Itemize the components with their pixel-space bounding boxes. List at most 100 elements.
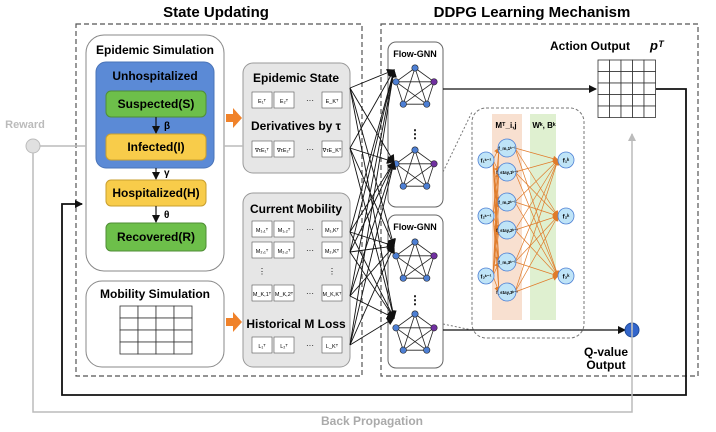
detail-edge-in — [492, 171, 502, 217]
epidemic-state-cell-text: E₁ᵀ — [258, 98, 267, 105]
detail-left-node-label: f₂ᵏ⁻¹ — [481, 214, 492, 221]
state-to-gnn-arrow — [349, 68, 395, 89]
state-to-gnn-arrow — [349, 69, 397, 346]
state-to-gnn-arrow — [349, 69, 395, 149]
mobility-matrix-cell — [273, 220, 295, 238]
derivative-cell-text: ∇τE₂ᵀ — [276, 147, 292, 154]
derivative-cell-text: ∇τE_Kᵀ — [322, 147, 342, 154]
mobility-grid-cell — [137, 317, 157, 331]
detail-mid-node-label: f_m,3ᵏ⁻¹ — [498, 260, 516, 265]
action-grid-cell — [643, 59, 656, 72]
gnn-node — [399, 100, 407, 108]
detail-edge-out — [514, 215, 559, 293]
detail-edge-out — [514, 171, 559, 217]
gnn-node — [423, 346, 431, 354]
action-grid-cell — [609, 94, 622, 107]
detail-edge-out — [514, 147, 559, 217]
state-to-gnn-arrow — [349, 231, 395, 319]
mobility-matrix-ellipsis: ⋮ — [328, 267, 336, 276]
detail-edge-out — [514, 147, 559, 162]
gnn-node — [392, 78, 400, 86]
derivative-cell-text: ∇τE₁ᵀ — [254, 147, 269, 154]
mobility-grid-cell — [119, 341, 139, 355]
epidemic-simulation-title: Epidemic Simulation — [96, 43, 214, 57]
mobility-matrix-cell-text: M_K,2ᵀ — [275, 291, 294, 298]
action-grid-cell — [620, 105, 633, 118]
derivative-ellipsis: ··· — [306, 145, 314, 154]
state-updating-header: State Updating — [163, 4, 269, 21]
gnn-edge — [426, 327, 435, 351]
action-grid-cell — [620, 71, 633, 84]
detail-mid-node-label: f_m,2ᵏ⁻¹ — [498, 200, 516, 205]
gnn-graph-bottom-2 — [392, 310, 438, 354]
action-grid-cell — [632, 59, 645, 72]
gnn-edge — [402, 241, 416, 279]
gnn-edge — [414, 67, 435, 83]
state-to-gnn-arrow — [349, 295, 395, 319]
mobility-matrix-cell-text: M₂,₁ᵀ — [256, 248, 269, 255]
historical-loss-cell-text: L_Kᵀ — [326, 343, 339, 350]
action-grid-cell — [609, 105, 622, 118]
state-to-gnn-arrow — [349, 317, 395, 346]
action-output-label: Action Output — [550, 39, 630, 53]
reward-node — [25, 138, 41, 154]
epidemic-state-cell-text: E₂ᵀ — [280, 98, 289, 105]
detail-mid-node — [497, 252, 517, 272]
detail-edge-in — [492, 201, 502, 277]
mobility-matrix-ellipsis: ⋮ — [258, 267, 266, 276]
state-to-gnn-arrow — [349, 69, 397, 233]
gnn-edge — [395, 327, 404, 351]
mobility-matrix-cell-text: M_K,1ᵀ — [253, 291, 272, 298]
mobility-simulation-panel: Mobility Simulation — [85, 280, 225, 368]
historical-loss-cell — [321, 336, 343, 354]
state-to-gnn-arrow — [349, 147, 395, 164]
historical-loss-ellipsis: ··· — [306, 341, 314, 350]
hospitalized-label: Hospitalized(H) — [112, 186, 199, 200]
detail-right-node-label: f₁ᵏ — [563, 158, 570, 165]
action-output-symbol: pᵀ — [649, 38, 665, 53]
mobility-grid-cell — [155, 341, 175, 355]
gnn-edge — [414, 149, 435, 165]
gnn-bottom-ellipsis: ⋮ — [409, 293, 421, 307]
mobility-grid-cell — [155, 317, 175, 331]
action-feedback-loop — [61, 88, 687, 396]
mobility-grid — [119, 305, 193, 355]
zoom-line-bottom — [442, 323, 473, 331]
detail-edge-out — [514, 158, 559, 173]
mobility-grid-cell — [137, 329, 157, 343]
gnn-node — [392, 324, 400, 332]
state-to-gnn-arrows — [349, 68, 397, 346]
detail-mid-node-label: f_m,1ᵏ⁻¹ — [498, 146, 516, 151]
mobility-grid-cell — [119, 305, 139, 319]
action-grid-cell — [632, 105, 645, 118]
flow-gnn-top: Flow-GNN ⋮ — [387, 41, 444, 208]
detail-edge-out — [514, 229, 559, 277]
beta-label: β — [164, 121, 170, 132]
derivatives-title: Derivatives by τ — [251, 119, 342, 133]
detail-mid-node — [497, 220, 517, 240]
mobility-matrix-ellipsis: ··· — [306, 225, 314, 234]
mobility-grid-cell — [173, 305, 193, 319]
action-grid-cell — [609, 71, 622, 84]
epidemic-orange-arrow — [226, 108, 242, 128]
gnn-node — [423, 100, 431, 108]
detail-edge-out — [514, 171, 559, 277]
mobility-matrix-ellipsis: ··· — [306, 289, 314, 298]
action-grid-cell — [597, 105, 610, 118]
mobility-grid-cell — [155, 305, 175, 319]
detail-left-node-label: f₃ᵏ⁻¹ — [480, 274, 491, 281]
action-grid-cell — [597, 59, 610, 72]
flow-gnn-bottom-label: Flow-GNN — [393, 222, 437, 232]
detail-mid-node — [497, 282, 517, 302]
action-grid-cell — [632, 71, 645, 84]
mobility-matrix-ellipsis: ··· — [306, 246, 314, 255]
action-grid-cell — [632, 82, 645, 95]
mobility-matrix-cell-text: M₂,Kᵀ — [325, 248, 340, 255]
detail-edge-out — [514, 215, 559, 263]
action-grid-cell — [643, 71, 656, 84]
detail-edge-in — [492, 147, 502, 217]
derivative-cell — [273, 140, 295, 158]
